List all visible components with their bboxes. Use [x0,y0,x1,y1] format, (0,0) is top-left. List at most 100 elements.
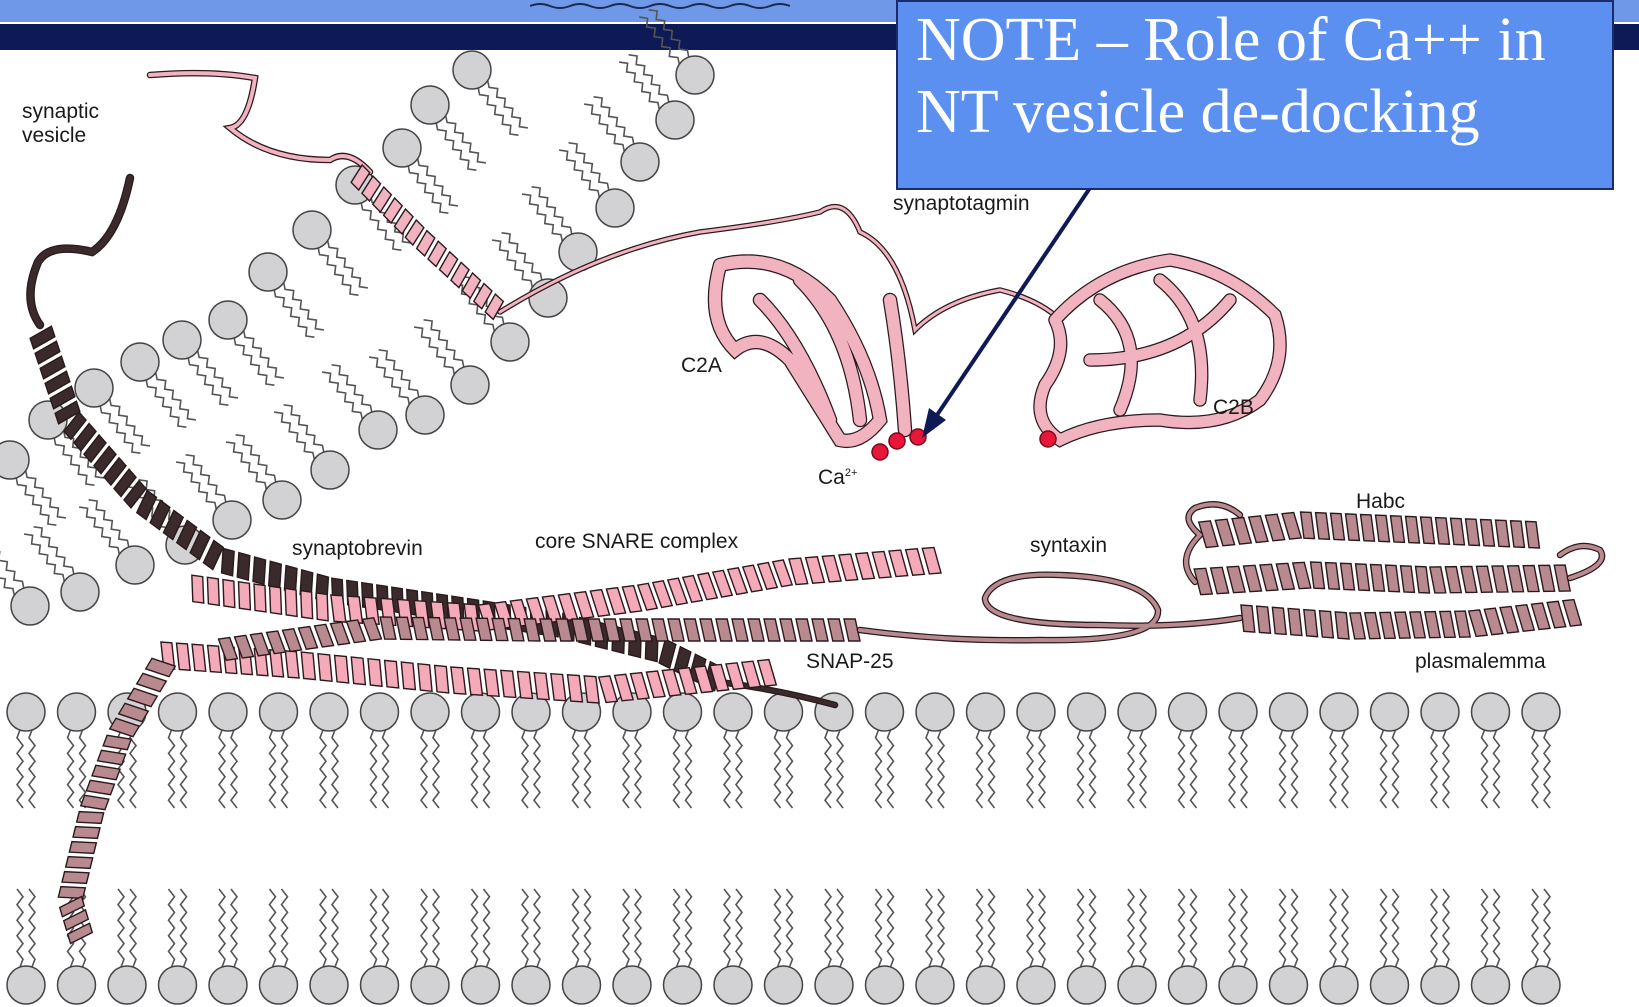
lipid-head [675,55,715,95]
helix-segment [450,666,467,695]
helix-segment [709,663,730,692]
lipid-tail [1239,729,1249,809]
note-arrow [922,174,1100,438]
helix-segment [175,519,198,551]
helix-segment [589,588,611,618]
helix-segment [206,576,221,607]
lipid-head [0,440,30,480]
c2a-domain [709,255,911,447]
lipid-tail [1441,888,1451,968]
helix-segment [1193,567,1214,596]
helix-segment [871,550,892,579]
lipid-tail [99,405,141,454]
helix-segment [1561,598,1583,627]
lipid-tail [835,729,845,809]
lipid-tail [477,87,519,136]
helix-segment [484,292,505,321]
lipid-tail [280,888,289,968]
helix-segment [740,660,762,689]
lipid-tail [23,533,66,582]
lipid-head [410,85,450,125]
c2b-domain [1034,254,1286,447]
lipid-tail [470,729,479,809]
lipid-tail [369,729,378,809]
lipid-tail [431,888,441,968]
helix-segment [433,664,450,694]
helix-segment [795,618,813,642]
lipid-tail [531,186,573,235]
lipid-tail [419,888,429,968]
lipid-tail [785,888,794,968]
lipid-tail [558,149,601,198]
helix-segment [843,618,861,642]
lipid-tail [722,888,732,968]
calcium-ions [871,428,1057,461]
label-calcium-base: Ca [818,466,845,489]
lipid-tail [179,888,188,968]
helix-segment [1334,611,1350,640]
helix-segment [297,625,319,651]
lipid-tail [229,729,239,809]
helix-segment [345,619,367,644]
helix-segment [1499,605,1520,634]
lipid-tail [936,729,946,809]
helix-segment [237,580,252,611]
helix-segment [1271,606,1287,636]
lipid-tail [331,364,373,413]
lipid-head [208,965,248,1005]
helix-segment [827,618,845,642]
helix-segment [821,554,842,583]
helix-segment [566,674,584,703]
label-calcium: Ca2+ [818,466,857,490]
lipid-tail [273,411,316,460]
lipid-tail [633,729,643,809]
helix-segment [79,794,110,811]
lipid-head [1218,692,1258,732]
helix-segment [329,621,351,646]
lipid-tail [196,350,239,399]
lipid-tail [225,441,268,490]
lipid-tail [27,888,37,968]
lipid-head [1268,965,1309,1005]
helix-segment [788,557,809,586]
syntaxin-linker-loop [858,572,1242,643]
lipid-tail [1379,729,1388,809]
lipid-head [1420,692,1460,732]
helix-segment [75,810,105,825]
helix-segment [666,577,689,606]
helix-segment [427,240,448,268]
helix-segment [1522,564,1540,593]
syntaxin-linker-loop-outline [856,571,1244,644]
label-synaptic-vesicle: synaptic vesicle [22,100,100,147]
lipid-head [212,500,252,540]
helix-segment [557,592,579,622]
helix-segment [189,529,211,561]
helix-segment [1378,611,1397,640]
lipid-tail [1391,729,1400,809]
helix-segment [102,734,133,751]
helix-segment [1259,563,1279,592]
lipid-tail [486,80,529,129]
lipid-head [1521,965,1561,1005]
lipid-tail [326,240,369,289]
lipid-tail [1088,888,1097,968]
lipid-head [1167,965,1208,1005]
helix-segment [1348,612,1367,640]
lipid-head [763,965,804,1005]
lipid-tail [1429,888,1439,968]
helix-segment [427,616,445,641]
lipid-tail [108,398,151,447]
snap25-helix-upper [191,546,942,632]
lipid-tail [1037,888,1047,968]
lipid-tail [217,729,227,809]
helix-segment [804,556,826,584]
helix-segment [361,616,383,642]
lipid-tail [583,103,626,152]
helix-segment [300,651,317,681]
lipid-head [262,480,302,520]
helix-segment [346,595,364,624]
lipid-head [10,586,50,626]
helix-segment [1428,566,1447,594]
lipid-tail [1227,888,1237,968]
